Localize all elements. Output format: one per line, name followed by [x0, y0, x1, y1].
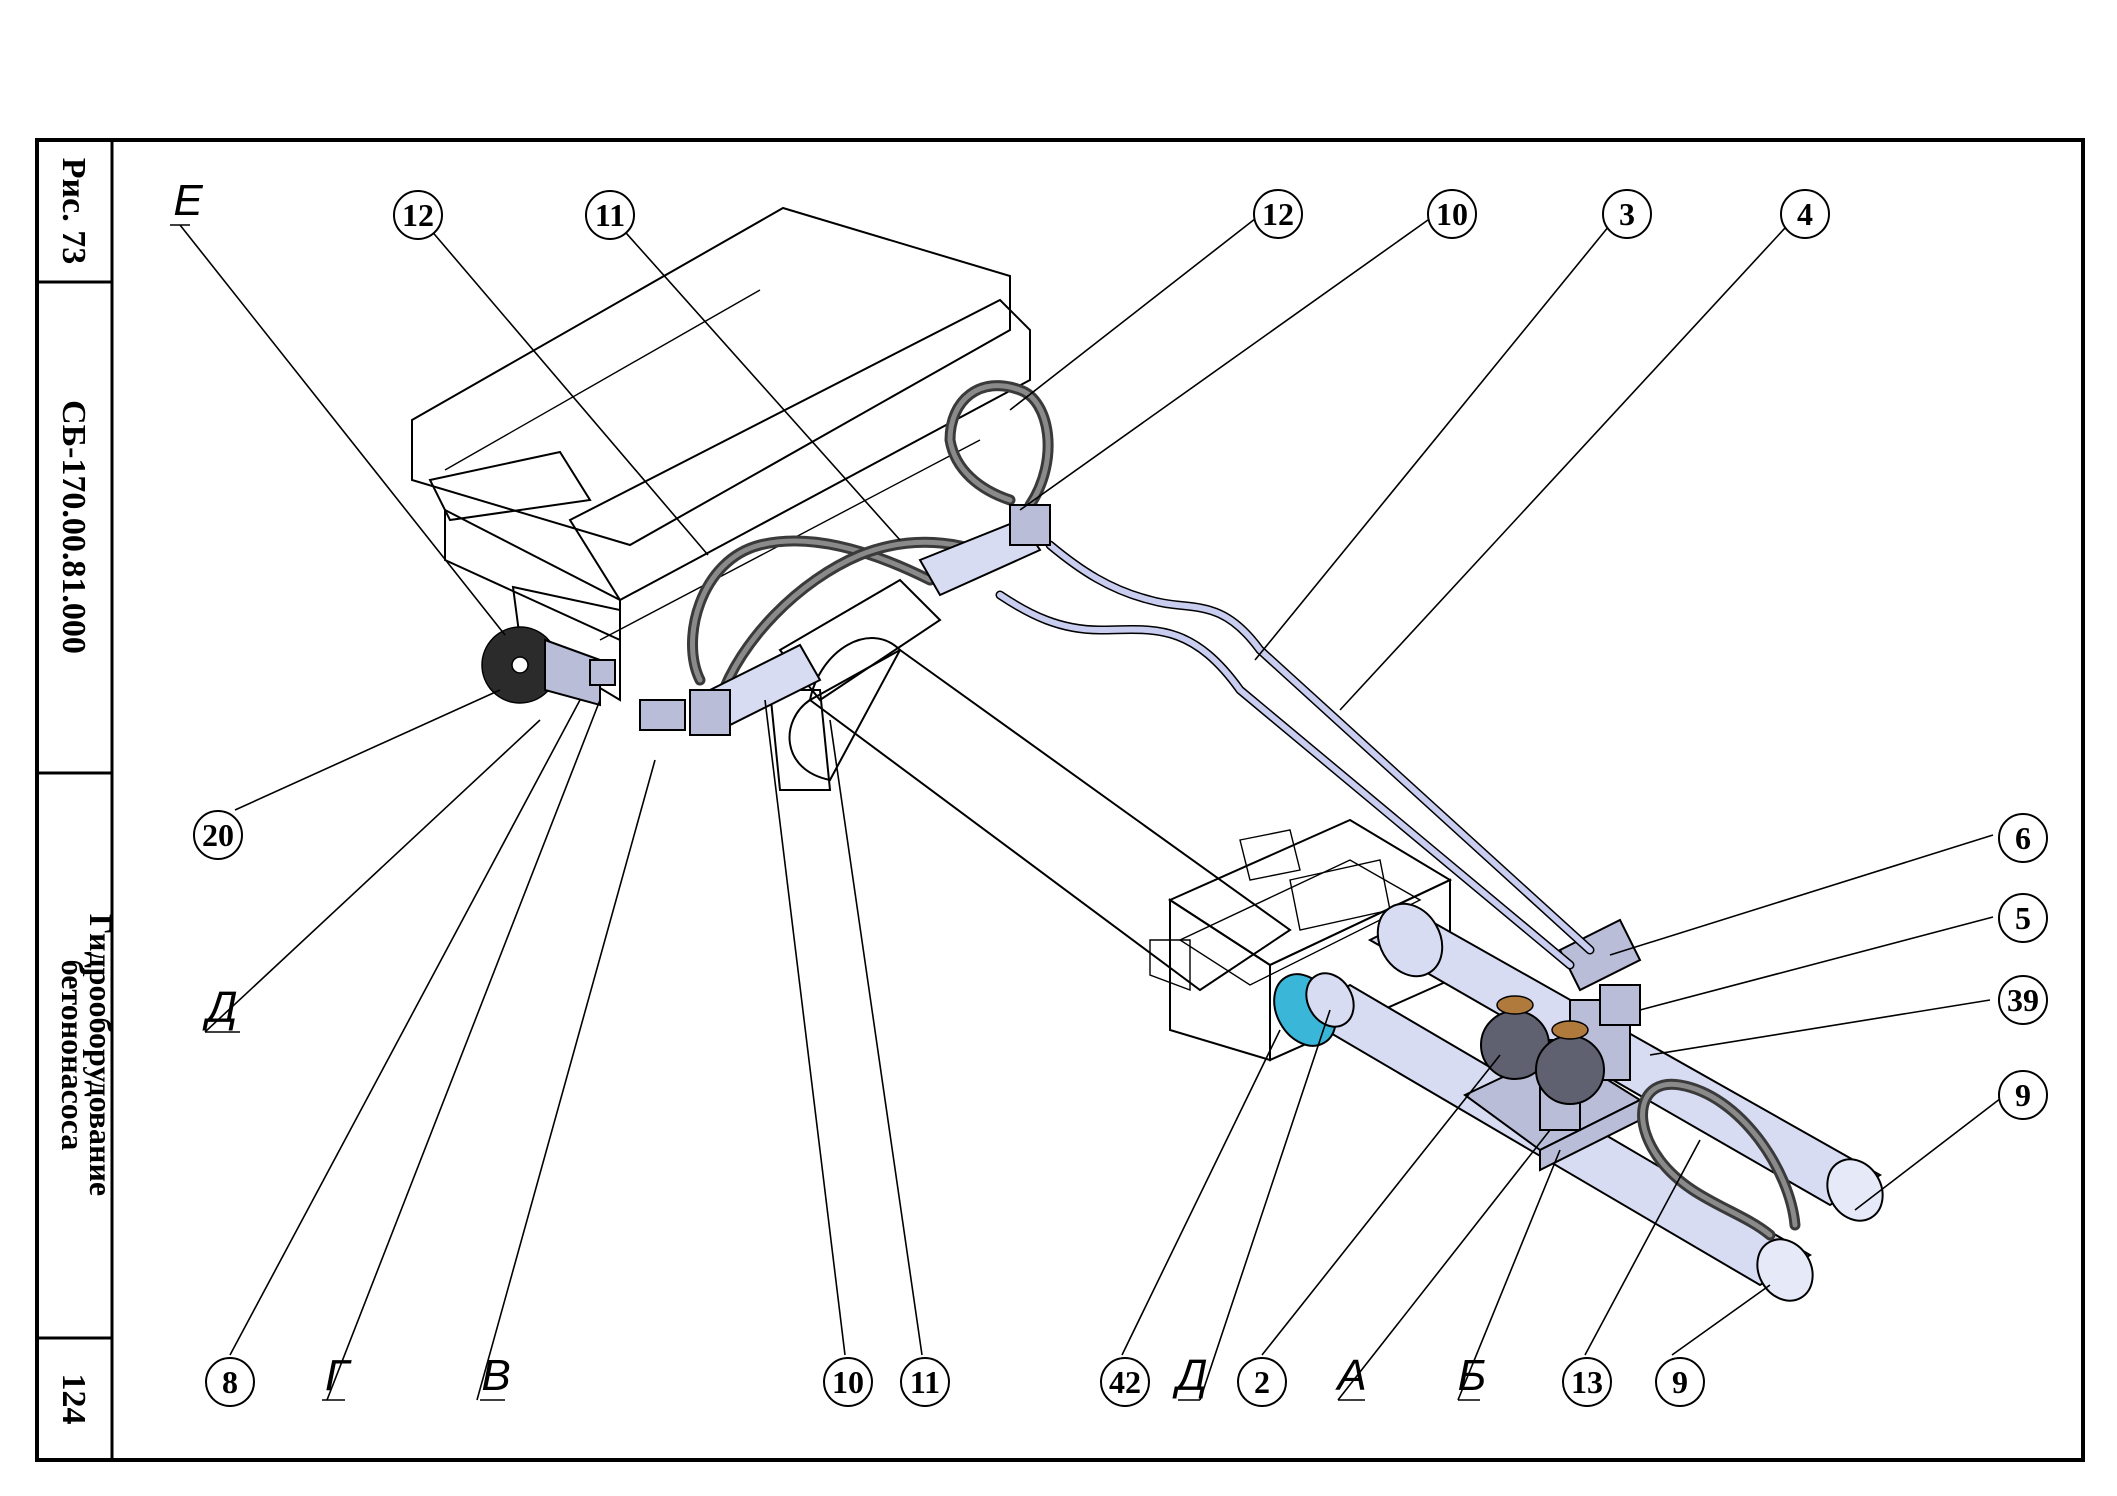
svg-text:12: 12: [402, 197, 434, 233]
drawing-title-line-2: бетононасоса: [55, 960, 91, 1151]
svg-text:5: 5: [2015, 900, 2031, 936]
callout-12b: 12: [1253, 189, 1303, 239]
main-cylinder: [768, 578, 1292, 992]
view-letter-b: Б: [1458, 1351, 1487, 1400]
callout-10a: 10: [1427, 189, 1477, 239]
swing-cylinders: [689, 504, 1051, 736]
svg-text:42: 42: [1109, 1364, 1141, 1400]
leader-lines: [170, 214, 2006, 1401]
callout-5: 5: [1998, 893, 2048, 943]
svg-text:11: 11: [910, 1364, 940, 1400]
page-number: 124: [55, 1374, 92, 1425]
callout-12a: 12: [393, 190, 443, 240]
callout-9a: 9: [1998, 1070, 2048, 1120]
svg-text:11: 11: [595, 197, 625, 233]
svg-text:3: 3: [1619, 196, 1635, 232]
callout-39: 39: [1998, 975, 2048, 1025]
svg-text:2: 2: [1254, 1364, 1270, 1400]
svg-text:10: 10: [1436, 196, 1468, 232]
svg-text:8: 8: [222, 1364, 238, 1400]
pressure-lines: [995, 540, 1595, 970]
callout-3: 3: [1602, 189, 1652, 239]
side-panel: Рис. 73 СБ-170.00.81.000 Гидрооборудован…: [55, 158, 119, 1425]
callout-6: 6: [1998, 813, 2048, 863]
hopper: [411, 206, 1031, 702]
svg-text:20: 20: [202, 817, 234, 853]
callout-balloons: 12 11 12 10 3 4 20 6: [193, 189, 2048, 1407]
equipment-illustration: [411, 206, 1884, 1302]
hose-rear: [1637, 1078, 1801, 1241]
view-letter-e: Е: [173, 176, 203, 225]
svg-text:12: 12: [1262, 196, 1294, 232]
svg-text:4: 4: [1797, 196, 1813, 232]
callout-10b: 10: [823, 1357, 873, 1407]
callout-20: 20: [193, 810, 243, 860]
callout-2: 2: [1237, 1357, 1287, 1407]
view-letter-a: А: [1334, 1351, 1366, 1400]
callout-8: 8: [205, 1357, 255, 1407]
callout-9b: 9: [1655, 1357, 1705, 1407]
view-letter-d-left: Д: [202, 983, 238, 1032]
svg-text:13: 13: [1571, 1364, 1603, 1400]
callout-4: 4: [1780, 189, 1830, 239]
drawing-title-line-1: Гидрооборудование: [83, 914, 119, 1196]
small-valve: [639, 699, 686, 731]
svg-text:9: 9: [2015, 1077, 2031, 1113]
view-letter-v: В: [481, 1351, 510, 1400]
callout-11b: 11: [900, 1357, 950, 1407]
figure-number: Рис. 73: [55, 158, 92, 264]
callout-13: 13: [1562, 1357, 1612, 1407]
outer-border: [35, 138, 2085, 1462]
drawing-code: СБ-170.00.81.000: [55, 400, 92, 654]
svg-text:9: 9: [1672, 1364, 1688, 1400]
view-letter-g: Г: [325, 1351, 352, 1400]
svg-text:39: 39: [2007, 982, 2039, 1018]
accumulators: [1480, 995, 1605, 1105]
callout-42: 42: [1100, 1357, 1150, 1407]
pump-drive: [481, 626, 616, 707]
view-letters: Е Д Г В Д А Б: [173, 176, 1486, 1400]
svg-text:6: 6: [2015, 820, 2031, 856]
view-letter-d-right: Д: [1172, 1351, 1208, 1400]
callout-11a: 11: [585, 190, 635, 240]
svg-text:10: 10: [832, 1364, 864, 1400]
drawing-frame: [35, 138, 2085, 1462]
